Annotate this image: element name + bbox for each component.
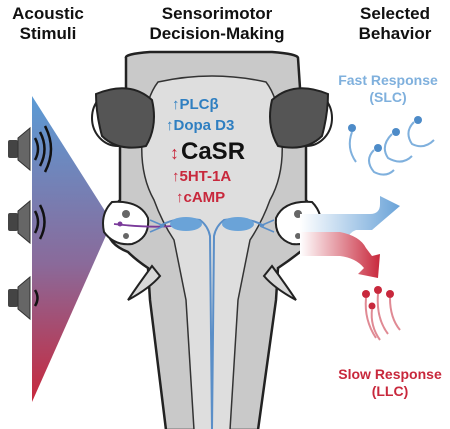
header-selected-behavior: Selected Behavior — [358, 4, 432, 43]
molecule-arrow-icon: ↑ — [172, 96, 180, 113]
mauthner-cells — [149, 217, 275, 429]
header-sensorimotor-decision: Sensorimotor Decision-Making — [149, 4, 285, 43]
molecule-label: CaSR — [181, 138, 246, 165]
molecule-label: cAMP — [183, 189, 226, 206]
molecule-arrow-icon: ↕ — [170, 143, 179, 163]
speaker-icon-bottom — [8, 275, 39, 321]
left-eye — [91, 87, 155, 149]
speaker-icon-middle — [8, 199, 46, 245]
molecule-label: PLCβ — [179, 96, 219, 113]
molecule-dopa-d3: ↑Dopa D3 — [166, 117, 234, 134]
fast-larvae-icon — [348, 116, 435, 176]
molecule-label: Dopa D3 — [173, 117, 235, 134]
brain-region — [141, 75, 283, 429]
slow-response-label: Slow Response (LLC) — [338, 366, 442, 399]
molecule-arrow-icon: ↑ — [172, 168, 180, 185]
right-fin — [262, 264, 297, 301]
right-eye — [269, 87, 333, 149]
fast-response-arrow — [300, 196, 400, 240]
molecule-label: 5HT-1A — [179, 168, 232, 185]
slow-response-arrow — [300, 232, 380, 278]
slow-larvae-icon — [362, 286, 401, 341]
molecule-5ht-1a: ↑5HT-1A — [172, 168, 231, 185]
molecule-arrow-icon: ↑ — [166, 117, 174, 134]
left-ear — [102, 200, 150, 246]
fast-response-label: Fast Response (SLC) — [338, 72, 438, 105]
acoustic-cone — [32, 96, 112, 402]
molecule-plc-: ↑PLCβ — [172, 96, 219, 113]
left-fin — [127, 264, 162, 301]
header-acoustic-stimuli: Acoustic Stimuli — [12, 4, 84, 43]
molecule-camp: ↑cAMP — [176, 189, 225, 206]
speaker-icon-top — [8, 125, 53, 173]
molecule-casr: ↕CaSR — [170, 138, 245, 166]
molecule-arrow-icon: ↑ — [176, 189, 184, 206]
